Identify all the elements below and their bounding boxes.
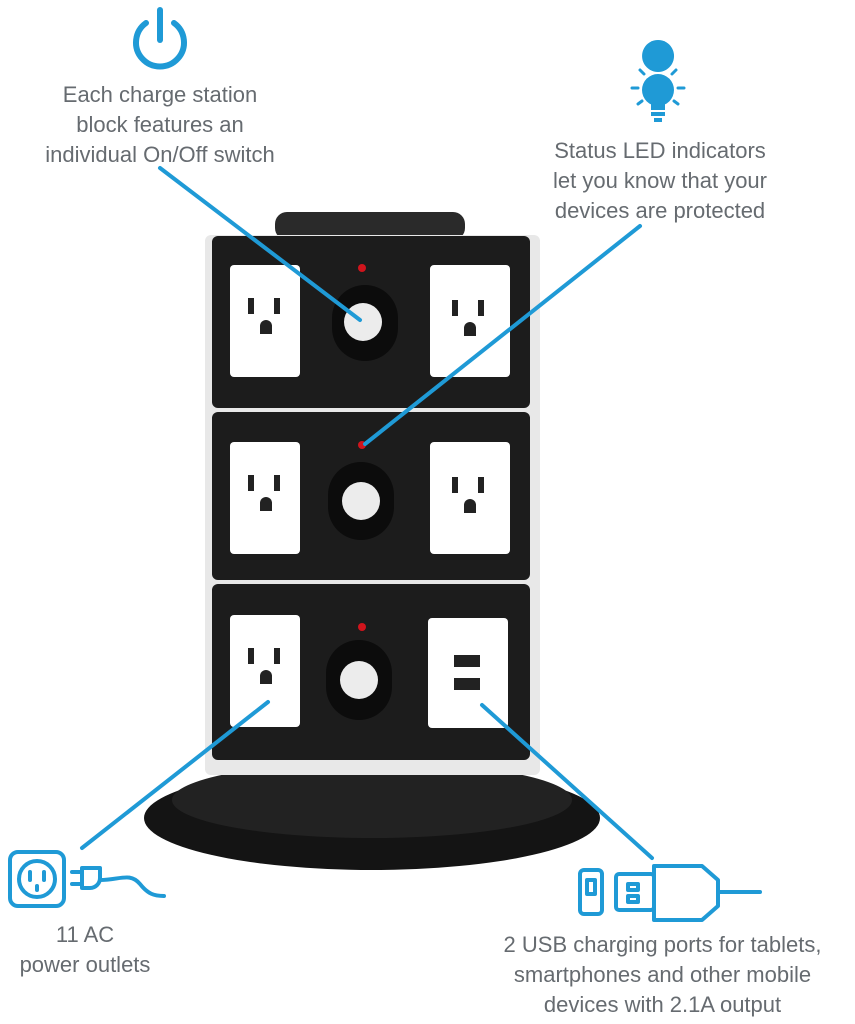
tower-top-cap [275,212,465,240]
callout-line-ac [80,700,270,850]
tower-tier-2 [212,412,530,580]
ac-plug-icon [8,850,166,908]
tower-tier-1 [212,236,530,408]
lightbulb-icon [630,40,686,122]
power-switch-1 [344,303,382,341]
power-switch-2 [342,482,380,520]
usb-cable-icon [578,864,762,922]
callout-line-usb [480,703,654,860]
power-switch-3 [340,661,378,699]
power-icon [133,7,187,70]
usb-port-2 [454,678,480,690]
usb-ports-callout-text: 2 USB charging ports for tablets, smartp… [503,932,822,1017]
led-callout-text: Status LED indicators let you know that … [552,138,767,223]
usb-port-1 [454,655,480,667]
callout-line-switch [158,166,362,322]
tower-tier-3 [212,584,530,760]
ac-outlets-callout-text: 11 AC power outlets [19,922,151,977]
led-indicator-1 [358,264,366,272]
callout-line-led [363,224,642,446]
switch-callout-text: Each charge station block features an in… [45,82,275,167]
led-indicator-3 [358,623,366,631]
